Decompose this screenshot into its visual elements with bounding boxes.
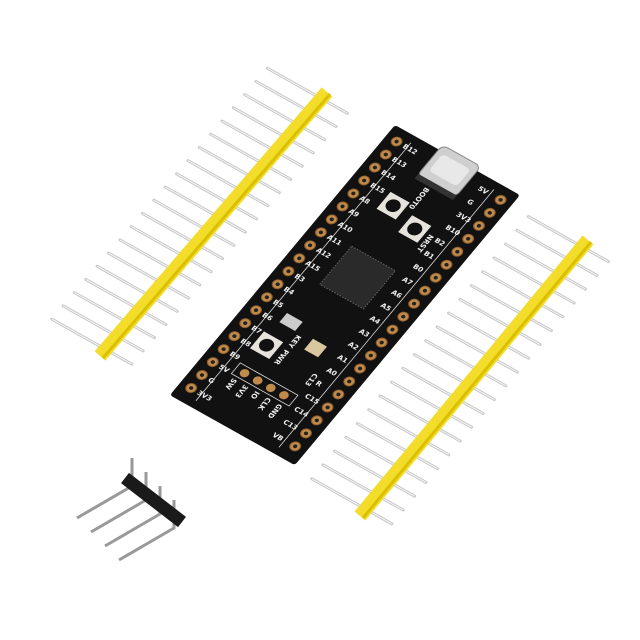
swd-pad <box>252 376 263 385</box>
pin-label-left: B8 <box>239 337 253 348</box>
pin-label-right: B1 <box>422 250 436 261</box>
pin-label-right: A4 <box>368 315 382 326</box>
pin-label-right: A5 <box>379 302 393 313</box>
stm32-blackpill-board: B125VB13GB143V3B15B10A8B2A9B1A10B0A11A7A… <box>171 126 519 465</box>
pin-label-right: A0 <box>325 367 339 378</box>
pin-label-right: A7 <box>400 276 414 287</box>
silkscreen-line <box>195 142 412 401</box>
pin-label-left: G <box>206 376 216 385</box>
header-plastic <box>354 235 594 521</box>
pin-label-left: B3 <box>293 273 307 284</box>
pin-label-left: B9 <box>228 350 242 361</box>
pin-label-right: G <box>465 198 475 207</box>
left-pin-header <box>50 66 349 366</box>
pin-label-right: 5V <box>476 185 491 196</box>
pin-label-right: A3 <box>357 328 371 339</box>
nrst-button <box>398 215 432 243</box>
pin-label-right: VB <box>270 431 284 442</box>
header-plastic <box>94 87 333 361</box>
pin-label-left: B7 <box>249 324 263 335</box>
pin-label-left: 5V <box>217 363 232 374</box>
angle-pin <box>76 458 134 520</box>
angle-header-plastic <box>121 472 186 528</box>
swd-pad <box>265 383 276 392</box>
swd-label: IO <box>248 390 260 401</box>
pin-label-right: B2 <box>433 237 447 248</box>
pin-label-right: A1 <box>335 354 349 365</box>
pin-label-right: R <box>314 380 324 389</box>
pin-label-right: A6 <box>389 289 403 300</box>
pin-label-left: B6 <box>260 311 274 322</box>
pin-label-left: A9 <box>347 208 361 219</box>
swd-pad <box>239 369 250 378</box>
swd-pad <box>279 391 289 400</box>
boot0-button <box>376 191 410 220</box>
right-pin-header <box>310 215 610 526</box>
key-button <box>249 331 284 359</box>
pin-label-right: A2 <box>346 341 360 352</box>
pin-pads <box>185 136 507 452</box>
angle-pin <box>104 486 162 548</box>
mcu-chip <box>319 245 397 310</box>
crystal <box>279 313 303 331</box>
pin-label-left: A8 <box>357 195 371 206</box>
right-angle-pin-header <box>76 458 186 562</box>
pin-label-left: B4 <box>282 285 296 296</box>
usb-c-connector <box>414 146 479 201</box>
crystal-2 <box>304 338 327 358</box>
pin-label-left: B5 <box>271 298 285 309</box>
pin-label-right: B0 <box>411 263 425 274</box>
silkscreen-line <box>278 189 495 448</box>
